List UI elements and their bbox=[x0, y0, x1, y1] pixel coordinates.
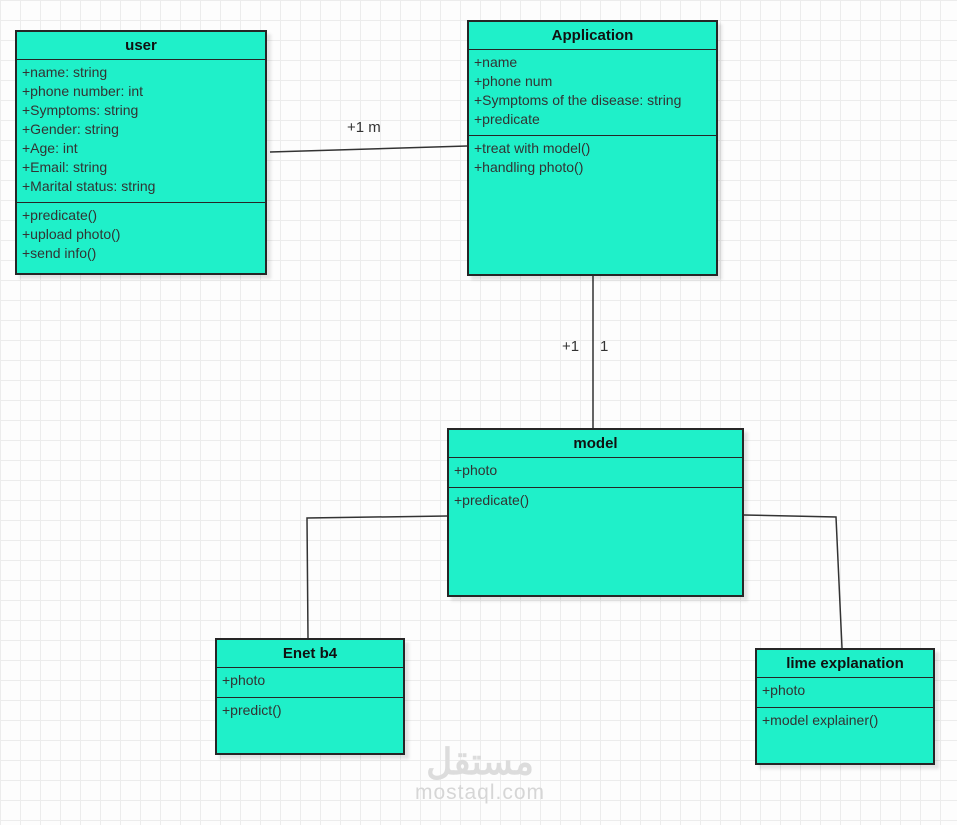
class-member: +name bbox=[474, 54, 518, 70]
multiplicity-label-user-application: +1 m bbox=[347, 119, 381, 136]
class-attributes: +name +phone num +Symptoms of the disease:… bbox=[469, 50, 716, 135]
class-member: +predict() bbox=[222, 702, 282, 718]
class-attributes: +photo bbox=[757, 678, 933, 707]
class-member: +photo bbox=[762, 682, 806, 698]
class-member: +Email: string bbox=[22, 159, 108, 175]
class-attributes: +name: string +phone number: int +Symptoms… bbox=[17, 60, 265, 202]
class-member: +phone number: int bbox=[22, 83, 144, 99]
class-title: Application bbox=[469, 22, 716, 50]
class-member: +predicate bbox=[474, 111, 540, 127]
class-title: model bbox=[449, 430, 742, 458]
class-member: +Symptoms: string bbox=[22, 102, 139, 118]
class-enet-b4[interactable]: Enet b4 +photo +predict() bbox=[215, 638, 405, 755]
class-member: +Age: int bbox=[22, 140, 78, 156]
class-member: +Marital status: string bbox=[22, 178, 156, 194]
class-member: +handling photo() bbox=[474, 159, 584, 175]
class-member: +photo bbox=[222, 672, 266, 688]
class-attributes: +photo bbox=[449, 458, 742, 487]
watermark: مستقل mostaql.com bbox=[395, 742, 565, 804]
class-member: +phone num bbox=[474, 73, 553, 89]
class-methods: +predict() bbox=[217, 697, 403, 753]
class-methods: +predicate() +upload photo() +send info() bbox=[17, 202, 265, 273]
connector-model-enetb4 bbox=[306, 515, 448, 639]
class-title: user bbox=[17, 32, 265, 60]
multiplicity-label-application-model-left: +1 bbox=[562, 338, 580, 355]
multiplicity-label-application-model-right: 1 bbox=[600, 338, 609, 355]
class-methods: +model explainer() bbox=[757, 707, 933, 763]
mostaql-site-text: mostaql.com bbox=[414, 781, 546, 804]
class-member: +Gender: string bbox=[22, 121, 119, 137]
connector-user-application bbox=[269, 145, 468, 153]
class-methods: +treat with model() +handling photo() bbox=[469, 135, 716, 274]
class-attributes: +photo bbox=[217, 668, 403, 697]
class-member: +predicate() bbox=[22, 207, 98, 223]
mostaql-logo: مستقل bbox=[426, 741, 534, 782]
class-member: +Symptoms of the disease: string bbox=[474, 92, 682, 108]
class-title: Enet b4 bbox=[217, 640, 403, 668]
class-member: +name: string bbox=[22, 64, 108, 80]
class-title: lime explanation bbox=[757, 650, 933, 678]
class-model[interactable]: model +photo +predicate() bbox=[447, 428, 744, 597]
class-member: +treat with model() bbox=[474, 140, 591, 156]
connector-model-lime-explanation bbox=[743, 514, 843, 649]
class-application[interactable]: Application +name +phone num +Symptoms of … bbox=[467, 20, 718, 276]
class-member: +upload photo() bbox=[22, 226, 121, 242]
class-lime-explanation[interactable]: lime explanation +photo +model explainer… bbox=[755, 648, 935, 765]
class-member: +predicate() bbox=[454, 492, 530, 508]
class-member: +send info() bbox=[22, 245, 97, 261]
class-member: +model explainer() bbox=[762, 712, 879, 728]
class-user[interactable]: user +name: string +phone number: int +Sym… bbox=[15, 30, 267, 275]
class-methods: +predicate() bbox=[449, 487, 742, 595]
class-member: +photo bbox=[454, 462, 498, 478]
